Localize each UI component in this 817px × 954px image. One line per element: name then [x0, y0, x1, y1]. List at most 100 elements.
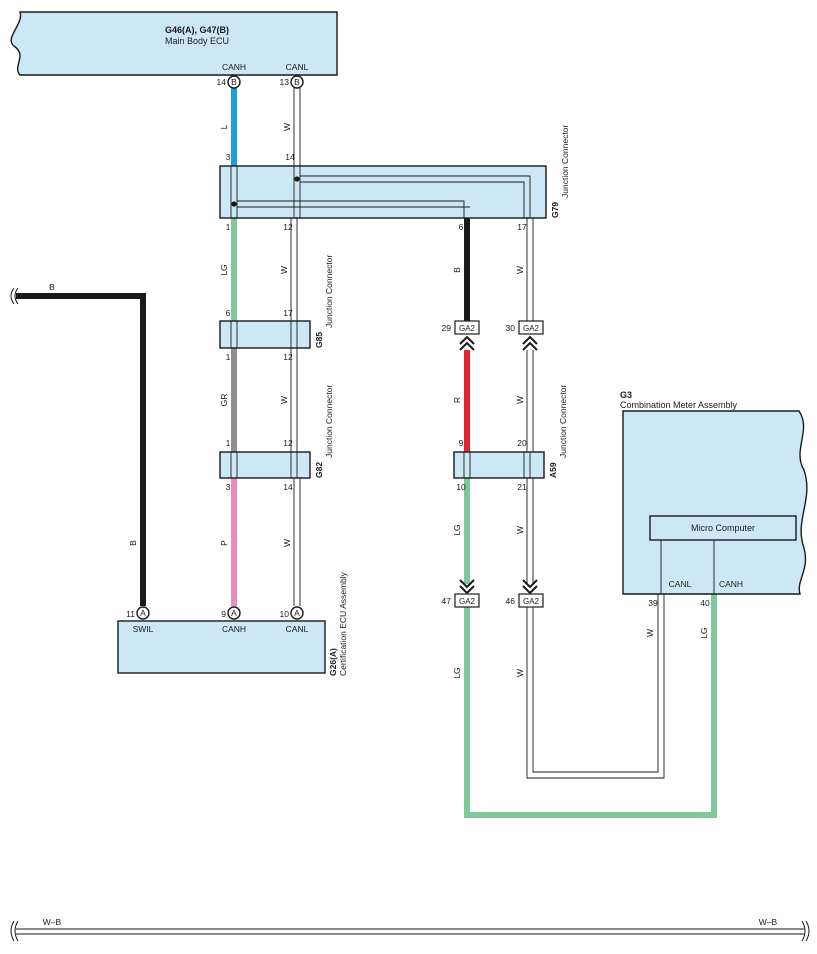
pin-circle-main-canl [290, 75, 304, 89]
wire-w-6 [526, 350, 534, 452]
ga2-29-label: GA2 [459, 324, 476, 333]
g82-name: Junction Connector [324, 385, 334, 458]
g79-pin-3: 3 [226, 152, 231, 162]
cert-pin-canl-label: CANL [286, 624, 309, 634]
wire-label-w6: W [515, 396, 525, 404]
wire-label-gr: GR [219, 394, 229, 407]
meter-pin-canh-label: CANH [719, 579, 743, 589]
wire-w-b-bottom [16, 928, 804, 935]
g82-pin-14: 14 [283, 482, 293, 492]
a59-id: A59 [548, 462, 558, 478]
combination-meter-box [622, 410, 808, 595]
g82-pin-3: 3 [226, 482, 231, 492]
ga2-30-num: 30 [506, 323, 516, 333]
g79-pin-17: 17 [517, 222, 527, 232]
g85-pin-6: 6 [226, 308, 231, 318]
wire-label-lg1: LG [219, 264, 229, 275]
cert-ecu-id: G26(A) [328, 648, 338, 676]
wire-w-7 [526, 478, 534, 584]
wire-label-p: P [219, 540, 229, 546]
ga2-box-29 [454, 320, 480, 335]
g82-pin-1: 1 [226, 438, 231, 448]
wire-label-b1: B [452, 267, 462, 273]
g85-pin-12: 12 [283, 352, 293, 362]
g85-junction-box [219, 320, 311, 349]
meter-pin-canh-num: 40 [700, 598, 710, 608]
g85-name: Junction Connector [324, 255, 334, 328]
wire-label-r: R [452, 397, 462, 403]
main-pin-canl-num: 13 [280, 77, 290, 87]
g82-pin-12: 12 [283, 438, 293, 448]
meter-pin-canl-label: CANL [669, 579, 692, 589]
micro-computer-label: Micro Computer [691, 523, 755, 533]
main-pin-canh-num: 14 [217, 77, 227, 87]
g79-junction-box [219, 165, 547, 219]
ga2-47-label: GA2 [459, 597, 476, 606]
ga2-47-num: 47 [442, 596, 452, 606]
g79-pin-12: 12 [283, 222, 293, 232]
ga2-46-label: GA2 [523, 597, 540, 606]
wire-label-w1: W [282, 123, 292, 131]
a59-pin-20: 20 [517, 438, 527, 448]
g82-id: G82 [314, 462, 324, 478]
chevron-up-icon-30 [522, 335, 538, 351]
wire-label-w2: W [279, 266, 289, 274]
wire-label-wb-left: W–B [43, 917, 62, 927]
g79-pin-14: 14 [285, 152, 295, 162]
ga2-46-num: 46 [506, 596, 516, 606]
main-body-ecu-name: Main Body ECU [165, 36, 229, 46]
cert-pin-canh-label: CANH [222, 624, 246, 634]
main-pin-canh-label: CANH [222, 62, 246, 72]
chevron-up-icon-29 [459, 335, 475, 351]
wire-label-lg4: LG [699, 627, 709, 638]
g82-internal [230, 452, 298, 478]
wire-b-swil [16, 293, 146, 606]
wire-label-w5: W [515, 266, 525, 274]
main-pin-canl-label: CANL [286, 62, 309, 72]
ga2-30-label: GA2 [523, 324, 540, 333]
micro-computer-box [649, 515, 797, 541]
wire-w-8 [526, 594, 665, 779]
wire-label-w3: W [279, 396, 289, 404]
wire-w-3 [290, 348, 298, 452]
wire-label-lg2: LG [452, 524, 462, 535]
wire-w-canl-top [293, 88, 301, 166]
chevron-down-icon-46 [522, 579, 538, 595]
ga2-29-num: 29 [442, 323, 452, 333]
main-body-ecu-id: G46(A), G47(B) [165, 25, 229, 35]
main-body-ecu-box [10, 11, 338, 76]
g85-pin-1: 1 [226, 352, 231, 362]
ga2-box-46 [518, 593, 544, 608]
a59-internal [463, 452, 531, 478]
g79-pin-1: 1 [226, 222, 231, 232]
cert-pin-swil-conn: A [140, 608, 146, 618]
wire-label-l: L [219, 124, 229, 129]
wire-label-w7: W [515, 526, 525, 534]
g79-id: G79 [550, 202, 560, 218]
a59-pin-9: 9 [459, 438, 464, 448]
a59-name: Junction Connector [558, 385, 568, 458]
wire-label-wb-right: W–B [759, 917, 778, 927]
meter-name: Combination Meter Assembly [620, 400, 738, 410]
wire-label-b-left: B [49, 282, 55, 292]
pin-circle-cert-canh [227, 606, 241, 620]
wire-w-4 [293, 478, 301, 606]
g85-id: G85 [314, 332, 324, 348]
wire-w-5 [526, 218, 534, 321]
cert-pin-swil-label: SWIL [133, 624, 154, 634]
wire-label-lg3: LG [452, 667, 462, 678]
wire-label-w9: W [645, 629, 655, 637]
g79-internal [230, 166, 531, 218]
wire-label-w4: W [282, 539, 292, 547]
cert-pin-canl-conn: A [294, 608, 300, 618]
a59-pin-21: 21 [517, 482, 527, 492]
meter-pin-canl-num: 39 [648, 598, 658, 608]
wire-label-b-vert: B [128, 540, 138, 546]
wire-lg-3 [464, 594, 717, 818]
g79-splice-dot-2 [294, 176, 300, 182]
meter-internal [660, 540, 715, 594]
pin-circle-cert-swil [136, 606, 150, 620]
wire-w-2 [290, 218, 298, 321]
wire-label-w8: W [515, 669, 525, 677]
chevron-down-icon-47 [459, 579, 475, 595]
